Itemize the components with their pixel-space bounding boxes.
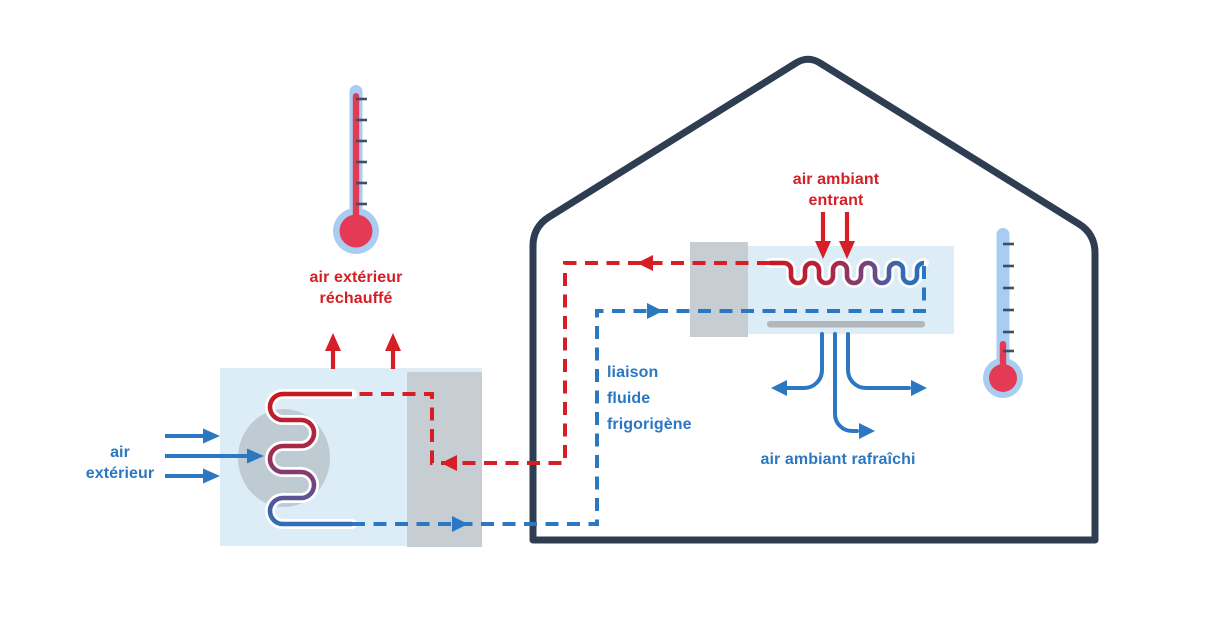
indoor-unit [690, 242, 954, 337]
label-line: extérieur [85, 465, 155, 482]
arrow-up-icon [385, 333, 401, 351]
arrow-left-icon [771, 380, 787, 396]
label-line: air [110, 444, 130, 461]
label-refrigerant-link: liaison fluide frigorigène [607, 360, 692, 438]
label-line: air extérieur [309, 269, 403, 286]
incoming-air-arrows [815, 212, 855, 259]
house-outline [529, 55, 1099, 544]
flow-down-icon [833, 332, 859, 433]
label-line: réchauffé [319, 290, 393, 307]
arrow-right-icon [247, 448, 264, 464]
label-line: entrant [808, 192, 864, 209]
label-line: air ambiant rafraîchi [760, 451, 916, 468]
cold-refrigerant-line [352, 264, 926, 532]
outdoor-fan-icon [238, 409, 330, 507]
cold-line-arrow-icon [452, 516, 468, 532]
outdoor-coil-icon [267, 391, 352, 527]
thermometer-cold-icon [983, 228, 1023, 398]
arrow-right-icon [911, 380, 927, 396]
arrow-down-icon [839, 241, 855, 259]
label-incoming-ambient-air: air ambiant entrant [756, 169, 916, 211]
heated-air-arrows [325, 333, 401, 369]
arrow-down-icon [815, 241, 831, 259]
cold-line-path [352, 264, 926, 526]
outdoor-unit [220, 368, 482, 547]
label-line: air ambiant [792, 171, 880, 188]
cooled-air-flow [771, 332, 927, 439]
outdoor-unit-panel [407, 372, 482, 547]
flow-right-icon [846, 332, 911, 390]
indoor-coil-icon [770, 260, 925, 286]
arrow-right-icon [203, 468, 220, 484]
flow-left-icon [783, 332, 824, 390]
arrow-up-icon [325, 333, 341, 351]
indoor-vent-bar [767, 321, 925, 328]
thermometer-hot-icon [333, 85, 379, 254]
indoor-unit-panel [690, 242, 748, 337]
arrow-right-icon [203, 428, 220, 444]
arrow-right-icon [859, 423, 875, 439]
outdoor-air-arrows [165, 428, 264, 484]
label-line: fluide [607, 390, 651, 407]
label-heated-outdoor-air: air extérieur réchauffé [276, 267, 436, 309]
hot-refrigerant-line [352, 255, 770, 471]
label-line: liaison [607, 364, 659, 381]
label-line: frigorigène [607, 416, 692, 433]
hot-line-arrow-icon [637, 255, 653, 271]
hot-line-arrow-icon [441, 455, 457, 471]
cold-line-arrow-icon [647, 303, 663, 319]
label-cooled-ambient-air: air ambiant rafraîchi [738, 449, 938, 470]
label-outdoor-air: air extérieur [45, 442, 195, 484]
